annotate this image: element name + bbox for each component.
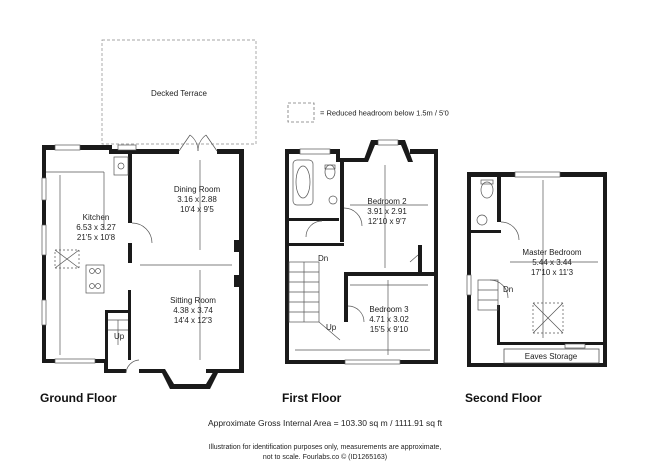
first-floor-plan: Bedroom 2 3.91 x 2.91 12'10 x 9'7 Bedroo… [282, 139, 438, 405]
second-floor-down-label: Dn [503, 285, 513, 294]
bedroom3-imperial: 15'5 x 9'10 [370, 325, 409, 334]
dining-room-metric: 3.16 x 2.88 [177, 195, 217, 204]
dining-room-name: Dining Room [174, 185, 221, 194]
kitchen-imperial: 21'5 x 10'8 [77, 233, 116, 242]
terrace-label: Decked Terrace [151, 89, 207, 98]
first-floor-down-label: Dn [318, 254, 328, 263]
ground-floor-title: Ground Floor [40, 391, 117, 405]
gross-internal-area: Approximate Gross Internal Area = 103.30… [208, 418, 443, 428]
kitchen-metric: 6.53 x 3.27 [76, 223, 116, 232]
master-bedroom-imperial: 17'10 x 11'3 [531, 268, 574, 277]
reduced-headroom-swatch [287, 102, 315, 123]
legend-text: = Reduced headroom below 1.5m / 5'0 [320, 109, 449, 118]
disclaimer-line-2: not to scale. Fourlabs.co © (ID1265163) [263, 453, 387, 461]
ground-stairs-up-label: Up [114, 332, 125, 341]
legend: = Reduced headroom below 1.5m / 5'0 [287, 102, 449, 123]
bedroom3-metric: 4.71 x 3.02 [369, 315, 409, 324]
sitting-room-name: Sitting Room [170, 296, 216, 305]
sitting-room-metric: 4.38 x 3.74 [173, 306, 213, 315]
master-bedroom-name: Master Bedroom [522, 248, 581, 257]
dining-room-imperial: 10'4 x 9'5 [180, 205, 214, 214]
eaves-storage-label: Eaves Storage [525, 352, 578, 361]
sitting-room-imperial: 14'4 x 12'3 [174, 316, 213, 325]
second-floor-plan: Eaves Storage Master Bedroom 5.44 x 3.44… [465, 171, 607, 405]
first-floor-up-label: Up [326, 323, 337, 332]
ground-floor-plan: Dining Room 3.16 x 2.88 10'4 x 9'5 Kitch… [40, 134, 244, 405]
disclaimer-line-1: Illustration for identification purposes… [209, 444, 442, 451]
eaves-storage-box [503, 348, 600, 364]
decked-terrace: Decked Terrace [101, 39, 257, 145]
master-bedroom-metric: 5.44 x 3.44 [532, 258, 572, 267]
second-floor-title: Second Floor [465, 391, 542, 405]
bedroom2-metric: 3.91 x 2.91 [367, 207, 407, 216]
bedroom2-imperial: 12'10 x 9'7 [368, 217, 407, 226]
kitchen-name: Kitchen [83, 213, 110, 222]
first-floor-title: First Floor [282, 391, 342, 405]
bedroom2-name: Bedroom 2 [367, 197, 407, 206]
bedroom3-name: Bedroom 3 [369, 305, 409, 314]
